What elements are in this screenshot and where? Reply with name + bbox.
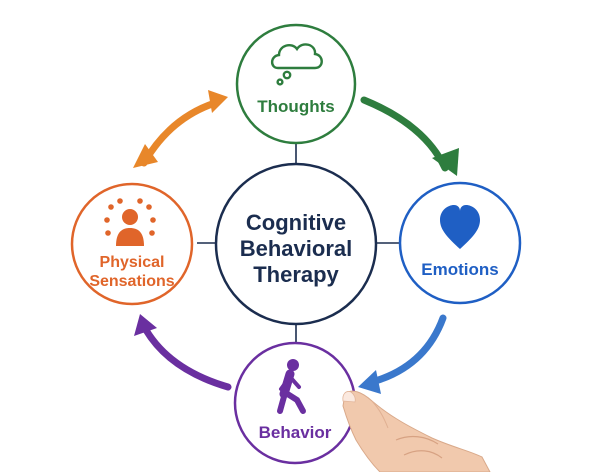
behavior-node: Behavior [233,341,357,465]
heart-icon [440,205,480,249]
center-node: Cognitive Behavioral Therapy [214,162,378,326]
arrow-emotions-to-behavior [358,314,447,394]
arrow-physical-thoughts [133,90,228,168]
physical-label-line1: Physical [100,254,165,271]
radiating-person-icon [104,198,156,246]
behavior-label: Behavior [259,423,332,442]
thoughts-label: Thoughts [257,97,334,116]
physical-label-line2: Sensations [89,273,174,290]
arrow-thoughts-to-emotions [360,96,459,176]
arrow-behavior-to-physical [134,314,232,391]
center-title-line3: Therapy [253,262,339,287]
thoughts-node: Thoughts [235,23,357,145]
thought-cloud-icon [270,43,323,86]
emotions-node: Emotions [398,181,522,305]
center-title-line1: Cognitive [246,210,346,235]
emotions-label: Emotions [421,260,498,279]
walking-person-icon [277,359,306,414]
physical-sensations-node: Physical Sensations [70,182,194,306]
connector-lines [197,143,400,344]
center-title-line2: Behavioral [240,236,353,261]
pointing-hand-image [342,390,491,472]
